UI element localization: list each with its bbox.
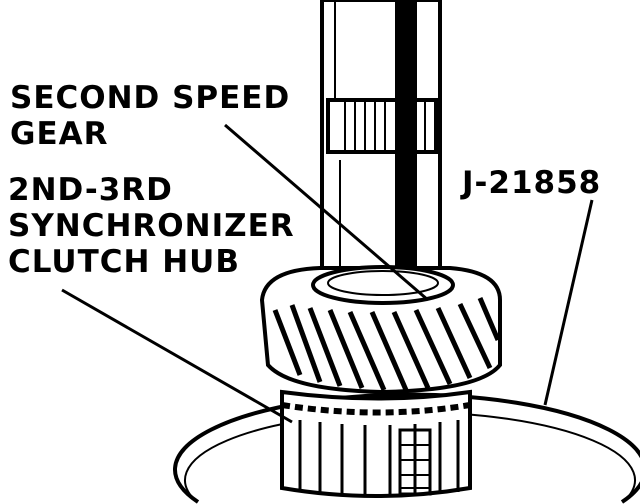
label-line: CLUTCH HUB — [8, 244, 240, 280]
label-line: 2ND-3RD — [8, 172, 173, 208]
leader-line-hub — [61, 288, 293, 424]
synchronizer-clutch-hub — [280, 389, 472, 498]
label-second-speed-gear: SECOND SPEED GEAR — [10, 80, 290, 152]
label-line: SYNCHRONIZER — [8, 208, 295, 244]
label-tool: J-21858 — [462, 165, 602, 201]
leader-line-tool — [543, 199, 594, 406]
label-line: SECOND SPEED — [10, 80, 291, 116]
shaft — [320, 0, 442, 285]
label-line: GEAR — [10, 116, 109, 152]
leader-line-gear — [224, 123, 429, 302]
second-speed-gear — [259, 265, 502, 395]
label-clutch-hub: 2ND-3RD SYNCHRONIZER CLUTCH HUB — [8, 172, 295, 280]
tool-ring — [173, 392, 640, 504]
